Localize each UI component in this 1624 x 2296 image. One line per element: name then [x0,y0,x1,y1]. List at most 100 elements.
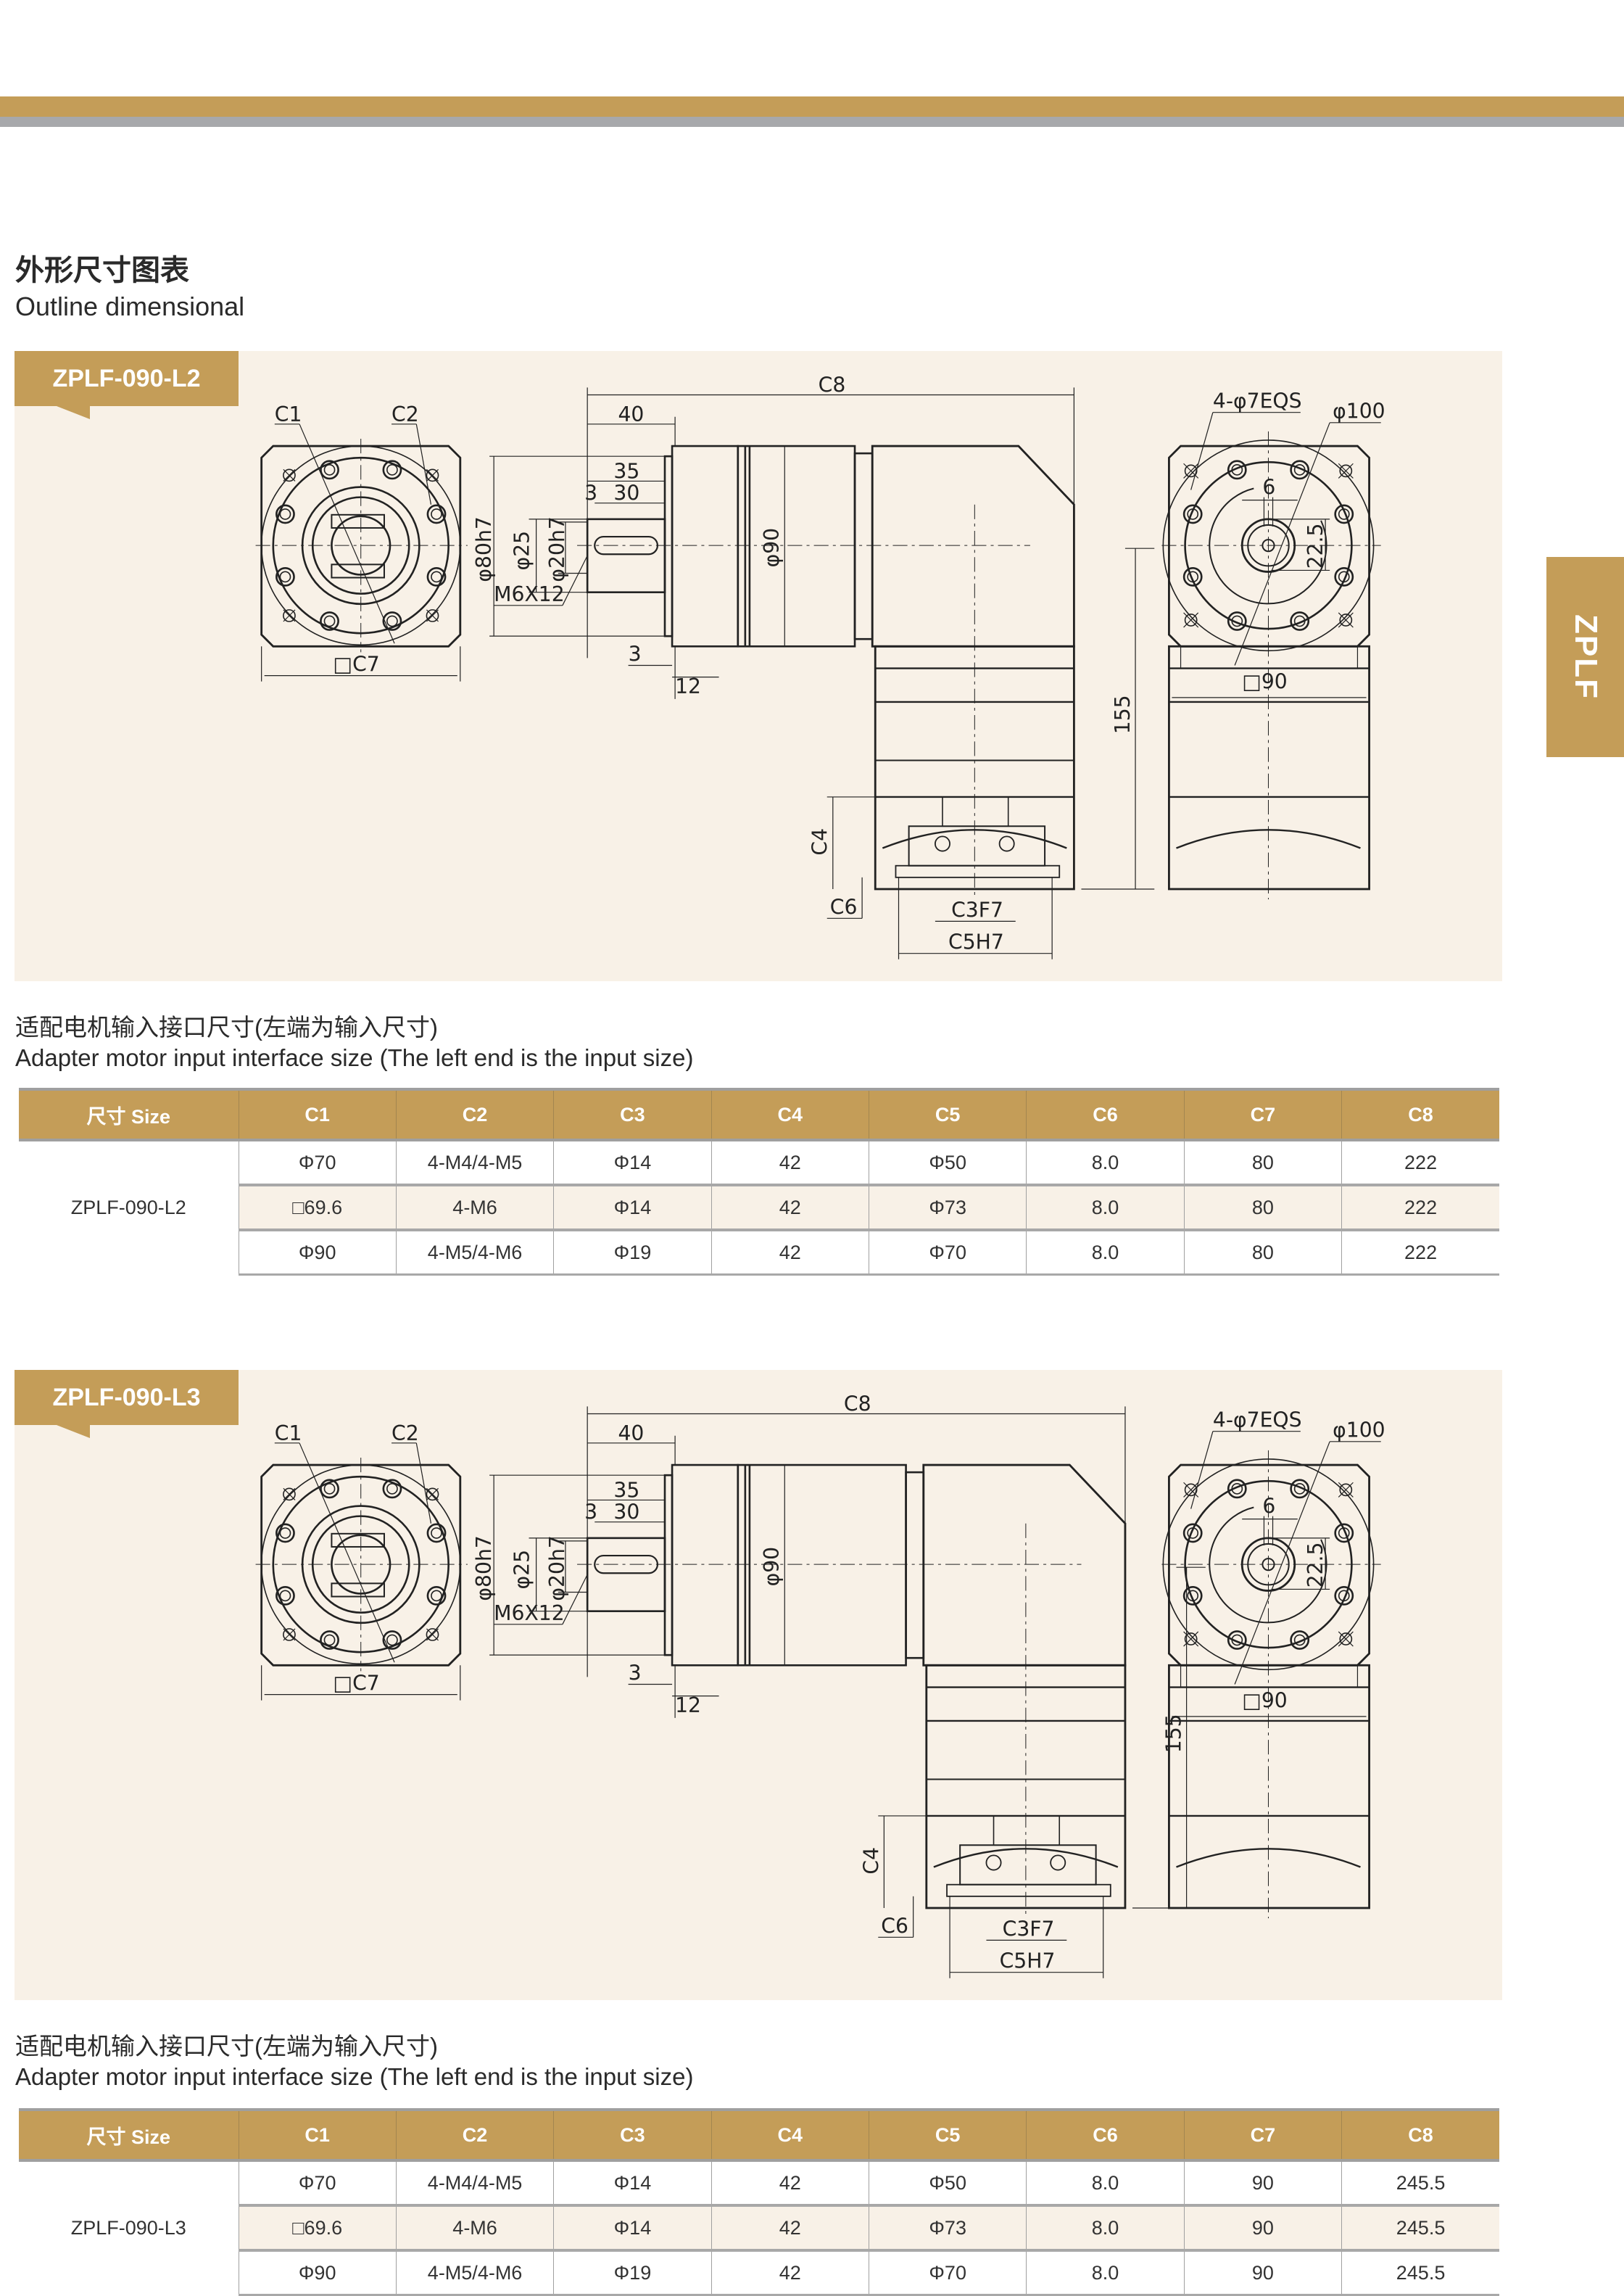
table-cell: Φ14 [553,2204,712,2252]
dim-label-d3: 3 [629,642,642,666]
dim-label-d100: φ100 [1333,400,1385,424]
dim-label-m6: M6X12 [494,582,565,606]
column-header: C5 [868,1088,1027,1141]
dim-label-d20: φ20h7 [545,516,569,582]
table-cell: 4-M4/4-M5 [395,2160,554,2205]
side-tab-zplf: ZPLF [1546,557,1624,757]
column-header: C5 [868,2108,1027,2162]
model-tag-tail [57,1425,90,1438]
dim-label-c1: C1 [275,402,302,426]
dim-label-d3a: 3 [584,1500,597,1524]
table-cell: 42 [710,1140,869,1185]
side-tab-label: ZPLF [1567,614,1604,700]
model-tag-tail [57,406,90,419]
section-title-cn: 外形尺寸图表 [15,255,189,286]
column-header: C6 [1026,2108,1185,2162]
table-cell: 42 [710,2250,869,2296]
table-cell: Φ14 [553,1140,712,1185]
dim-label-d3a: 3 [584,482,597,505]
table-cell: 90 [1183,2160,1342,2205]
table-cell: 42 [710,1184,869,1231]
table-cell: Φ70 [238,2160,397,2205]
table-cell: 8.0 [1026,2160,1185,2205]
dim-label-d40: 40 [618,1421,644,1445]
table-cell: 8.0 [1026,2250,1185,2296]
table-cell: 42 [710,2204,869,2252]
dim-label-c6: C6 [881,1914,908,1938]
model-tag: ZPLF-090-L3 [14,1370,239,1425]
dim-label-c5: C5H7 [948,930,1004,954]
table-cell: 80 [1183,1230,1342,1276]
table-cell: Φ70 [868,2250,1027,2296]
dim-label-d90: φ90 [760,1547,784,1587]
dim-label-d155: 155 [1111,695,1135,734]
section-title-en: Outline dimensional [15,292,245,321]
table-cell: 222 [1341,1184,1499,1231]
dim-label-d30: 30 [613,482,639,505]
table-cell: 4-M5/4-M6 [395,2250,554,2296]
dim-label-c2: C2 [392,1421,419,1445]
dim-label-c2: C2 [392,402,419,426]
table-caption-en: Adapter motor input interface size (The … [15,2063,694,2090]
dim-label-eqs: 4-φ7EQS [1213,1408,1302,1432]
table-cell: 90 [1183,2204,1342,2252]
dim-label-d40: 40 [618,402,644,426]
table-cell: 42 [710,1230,869,1276]
column-header: 尺寸 Size [19,1088,239,1141]
dim-label-d155: 155 [1162,1714,1186,1753]
dim-label-d6: 6 [1262,1495,1275,1519]
dim-label-d225: 22.5 [1304,524,1327,569]
model-tag: ZPLF-090-L2 [14,351,239,406]
dim-label-d12: 12 [675,674,701,698]
dim-label-d100: φ100 [1333,1419,1385,1442]
table-cell: 222 [1341,1230,1499,1276]
table-cell: Φ50 [868,2160,1027,2205]
dim-label-d90: φ90 [760,528,784,568]
table-cell: 8.0 [1026,1230,1185,1276]
column-header: C1 [238,2108,397,2162]
dim-label-c3: C3F7 [951,898,1003,922]
table-cell: □69.6 [238,1184,397,1231]
dim-label-c7: □C7 [333,1672,379,1696]
dim-label-c8: C8 [819,373,846,397]
table-cell: 245.5 [1341,2250,1499,2296]
column-header: C4 [710,1088,869,1141]
table-caption-cn: 适配电机输入接口尺寸(左端为输入尺寸) [15,1014,438,1041]
table-cell: Φ73 [868,2204,1027,2252]
column-header: C4 [710,2108,869,2162]
dim-label-d25: φ25 [510,1550,534,1590]
dim-label-d20: φ20h7 [545,1535,569,1601]
dim-label-d12: 12 [675,1693,701,1717]
model-cell: ZPLF-090-L2 [70,1197,186,1219]
table-cell: 4-M6 [395,1184,554,1231]
table-cell: 245.5 [1341,2160,1499,2205]
dim-label-d30: 30 [613,1500,639,1524]
table-cell: Φ70 [238,1140,397,1185]
column-header: C1 [238,1088,397,1141]
table-cell: Φ73 [868,1184,1027,1231]
dim-label-c4: C4 [859,1847,883,1875]
model-cell: ZPLF-090-L3 [70,2217,186,2239]
table-cell: 42 [710,2160,869,2205]
table-cell: 4-M4/4-M5 [395,1140,554,1185]
column-header: 尺寸 Size [19,2108,239,2162]
dim-label-c3: C3F7 [1003,1917,1055,1941]
dim-label-m6: M6X12 [494,1601,565,1625]
dim-label-c1: C1 [275,1421,302,1445]
dim-label-d6: 6 [1262,476,1275,500]
column-header: C8 [1341,2108,1499,2162]
table-cell: 245.5 [1341,2204,1499,2252]
